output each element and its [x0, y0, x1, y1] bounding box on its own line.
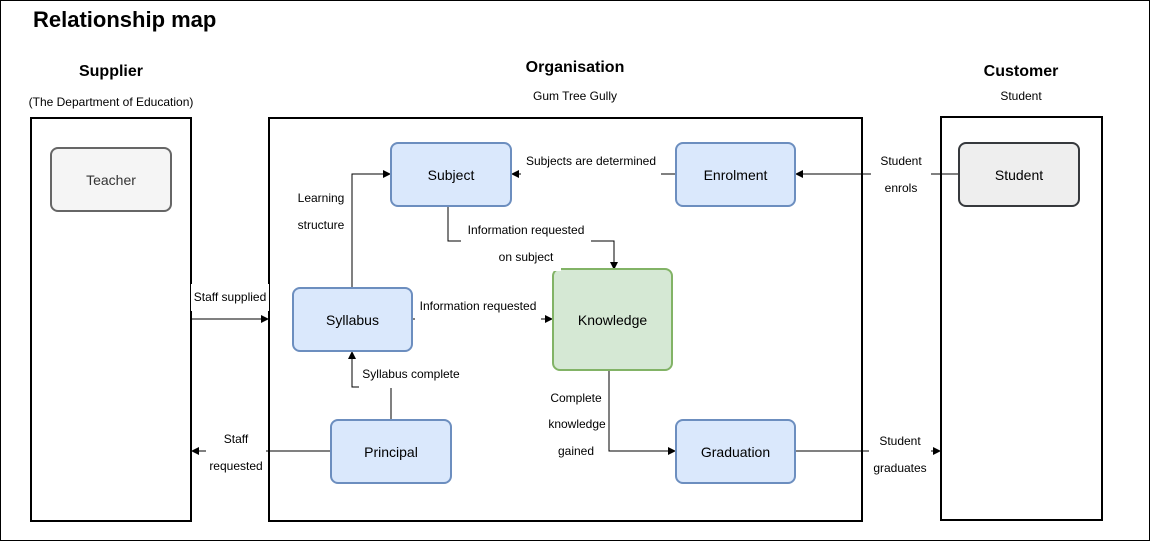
node-enrolment[interactable]: Enrolment — [675, 142, 796, 207]
organisation-subheading: Gum Tree Gully — [532, 89, 618, 103]
edge-label-gained: gained — [546, 438, 606, 465]
supplier-subheading: (The Department of Education) — [28, 95, 194, 109]
edge-label-student-enrols-2: enrols — [871, 175, 931, 202]
edge-label-student-enrols-1: Student — [871, 148, 931, 175]
edge-label-subjects-determined: Subjects are determined — [521, 148, 661, 175]
edge-label-info-requested-subject-2: on subject — [491, 244, 561, 271]
node-graduation[interactable]: Graduation — [675, 419, 796, 484]
organisation-heading: Organisation — [525, 59, 625, 76]
node-teacher[interactable]: Teacher — [50, 147, 172, 212]
edge-label-info-requested: Information requested — [415, 293, 541, 320]
edge-label-complete: Complete — [546, 385, 606, 412]
node-subject[interactable]: Subject — [390, 142, 512, 207]
node-syllabus[interactable]: Syllabus — [292, 287, 413, 352]
edge-label-structure: structure — [291, 212, 351, 239]
page-title: Relationship map — [33, 7, 217, 32]
edge-label-staff-supplied: Staff supplied — [191, 284, 269, 311]
node-principal[interactable]: Principal — [330, 419, 452, 484]
node-student[interactable]: Student — [958, 142, 1080, 207]
edge-label-student-graduates-1: Student — [869, 428, 931, 455]
edge-label-info-requested-subject-1: Information requested — [461, 217, 591, 244]
edge-label-requested: requested — [206, 453, 266, 480]
edge-label-student-graduates-2: graduates — [867, 455, 933, 482]
supplier-heading: Supplier — [78, 63, 143, 80]
edge-label-staff: Staff — [206, 426, 266, 453]
customer-heading: Customer — [983, 63, 1059, 80]
node-knowledge[interactable]: Knowledge — [552, 268, 673, 371]
customer-subheading: Student — [1000, 89, 1042, 103]
edge-label-knowledge: knowledge — [546, 411, 608, 438]
edge-label-syllabus-complete: Syllabus complete — [359, 361, 463, 388]
edge-label-learning: Learning — [291, 185, 351, 212]
